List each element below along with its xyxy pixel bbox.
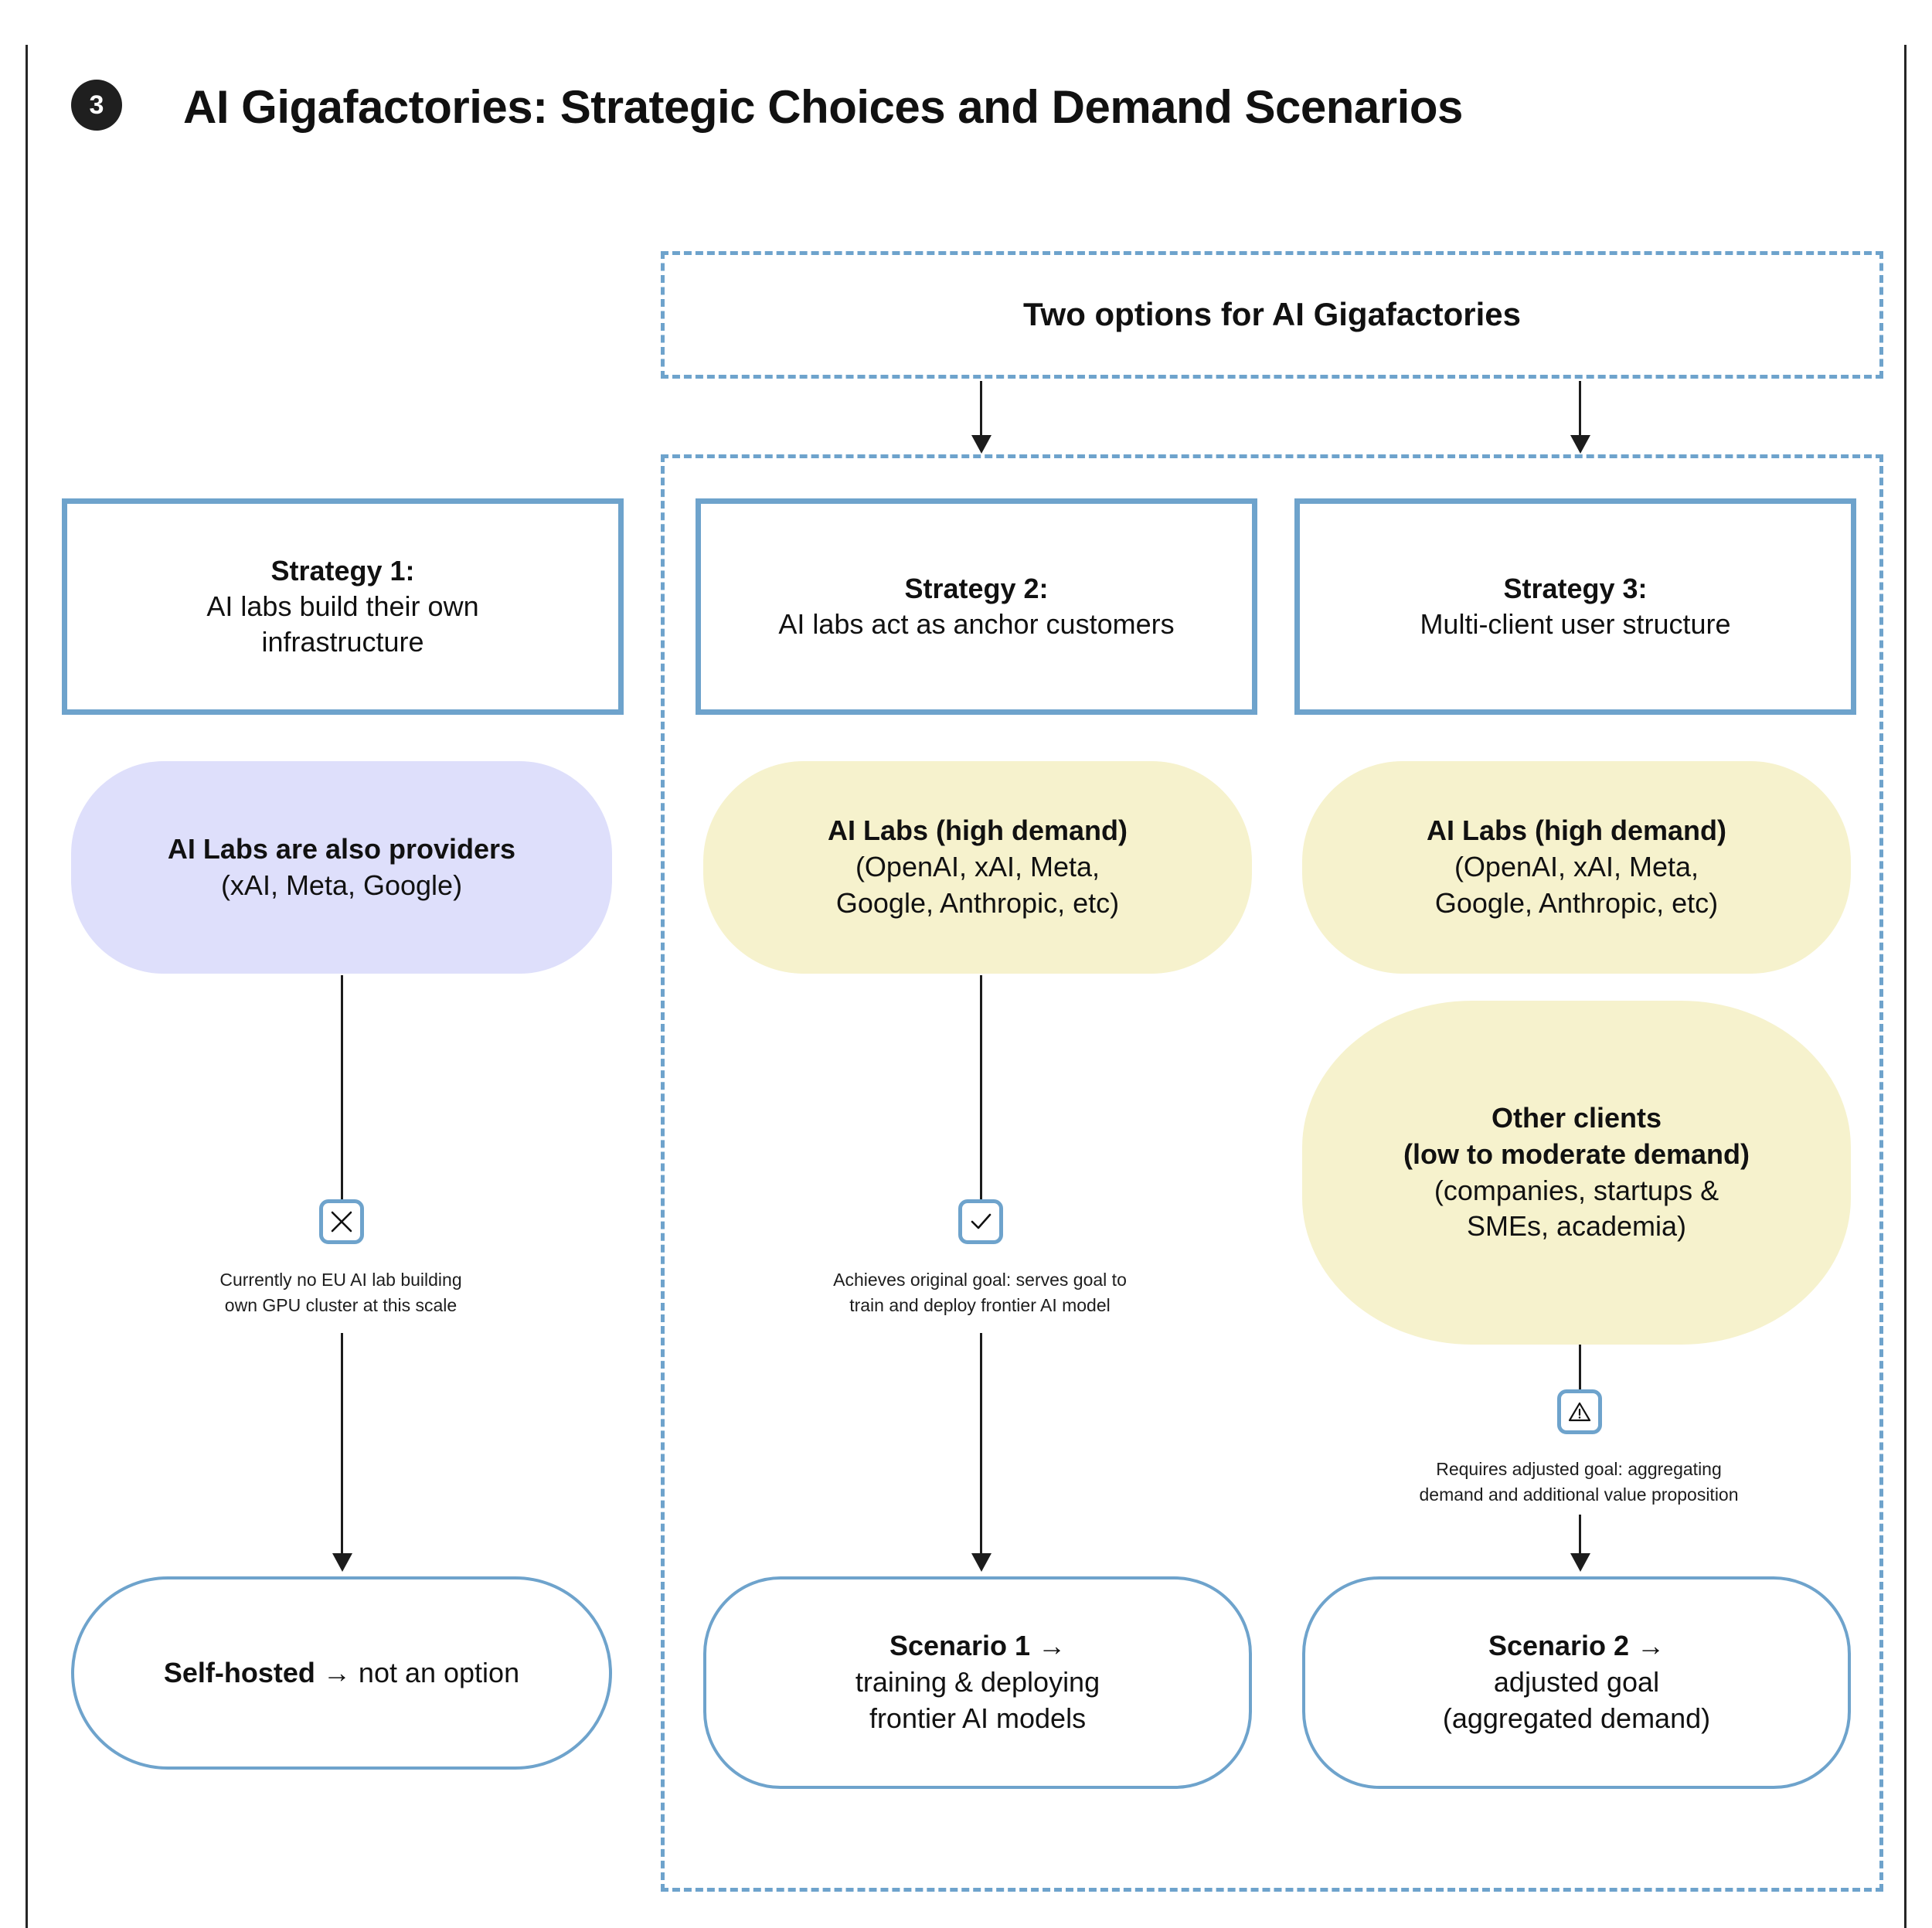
check-marker-col2-caption: Achieves original goal: serves goal to t… xyxy=(771,1267,1189,1318)
outcome-scenario-1[interactable]: Scenario 1 → training & deploying fronti… xyxy=(703,1576,1252,1789)
two-options-title: Two options for AI Gigafactories xyxy=(1022,296,1522,332)
check-marker-col2-caption-line2: train and deploy frontier AI model xyxy=(849,1294,1111,1315)
outcome-scenario-2-title: Scenario 2 → xyxy=(1488,1630,1665,1662)
outcome-scenario-1-title: Scenario 1 → xyxy=(889,1630,1066,1662)
outcome-self-hosted-arrow: → xyxy=(315,1656,359,1688)
strategy-2-desc-line1: AI labs act as anchor customers xyxy=(778,608,1175,640)
connector-header-to-strategy3 xyxy=(1579,381,1581,437)
strategy-2-title: Strategy 2: xyxy=(904,572,1049,604)
actor-other-clients-title-line2: (low to moderate demand) xyxy=(1403,1137,1750,1170)
actor-ai-labs-high-demand-col2[interactable]: AI Labs (high demand) (OpenAI, xAI, Meta… xyxy=(703,761,1252,974)
two-options-group-body xyxy=(661,454,1883,1892)
cross-marker-col1-caption: Currently no EU AI lab building own GPU … xyxy=(140,1267,542,1318)
arrowhead-header-to-strategy3 xyxy=(1570,435,1590,454)
section-number-badge: 3 xyxy=(71,80,122,131)
actor-other-clients[interactable]: Other clients (low to moderate demand) (… xyxy=(1302,1001,1851,1345)
actor-ai-labs-high-demand-col3[interactable]: AI Labs (high demand) (OpenAI, xAI, Meta… xyxy=(1302,761,1851,974)
outcome-self-hosted-text: Self-hosted → not an option xyxy=(164,1655,519,1692)
strategy-1-title: Strategy 1: xyxy=(270,554,415,587)
page-left-rule xyxy=(26,45,28,1928)
warning-marker-col3-caption-line2: demand and additional value proposition xyxy=(1419,1484,1739,1505)
warning-marker-col3 xyxy=(1557,1389,1602,1434)
strategy-3-desc-line1: Multi-client user structure xyxy=(1420,608,1731,640)
arrowhead-col1-to-outcome xyxy=(332,1553,352,1572)
actor-other-clients-sub-line1: (companies, startups & xyxy=(1434,1174,1719,1206)
actor-col3-sub-line1: (OpenAI, xAI, Meta, xyxy=(1454,851,1699,883)
strategy-1-desc-line2: infrastructure xyxy=(261,626,424,658)
outcome-self-hosted[interactable]: Self-hosted → not an option xyxy=(71,1576,612,1770)
connector-header-to-strategy2 xyxy=(980,381,982,437)
check-icon xyxy=(968,1209,994,1235)
actor-other-clients-title-line1: Other clients xyxy=(1491,1101,1662,1134)
strategy-1-box[interactable]: Strategy 1: AI labs build their own infr… xyxy=(62,498,624,715)
cross-icon xyxy=(328,1209,355,1235)
warning-marker-col3-caption-line1: Requires adjusted goal: aggregating xyxy=(1436,1459,1722,1479)
outcome-scenario-1-line3: frontier AI models xyxy=(869,1702,1087,1734)
page-title: AI Gigafactories: Strategic Choices and … xyxy=(183,81,1463,133)
check-marker-col2-caption-line1: Achieves original goal: serves goal to xyxy=(833,1270,1127,1290)
page-right-rule xyxy=(1904,45,1906,1928)
connector-col2-to-marker xyxy=(980,975,982,1199)
actor-col3-sub-line2: Google, Anthropic, etc) xyxy=(1434,886,1719,919)
cross-marker-col1 xyxy=(319,1199,364,1244)
actor-col2-sub-line2: Google, Anthropic, etc) xyxy=(835,886,1120,919)
connector-col2-to-outcome xyxy=(980,1333,982,1557)
actor-col3-title: AI Labs (high demand) xyxy=(1426,814,1726,847)
strategy-3-box[interactable]: Strategy 3: Multi-client user structure xyxy=(1294,498,1856,715)
cross-marker-col1-caption-line2: own GPU cluster at this scale xyxy=(224,1294,457,1315)
actor-other-clients-sub-line2: SMEs, academia) xyxy=(1466,1210,1687,1243)
arrowhead-header-to-strategy2 xyxy=(971,435,992,454)
outcome-self-hosted-bold: Self-hosted xyxy=(163,1656,315,1688)
connector-col3-to-marker xyxy=(1579,1345,1581,1391)
cross-marker-col1-caption-line1: Currently no EU AI lab building xyxy=(219,1270,462,1290)
actor-ai-labs-providers-title: AI Labs are also providers xyxy=(167,832,516,865)
strategy-2-box[interactable]: Strategy 2: AI labs act as anchor custom… xyxy=(696,498,1257,715)
outcome-scenario-1-line2: training & deploying xyxy=(855,1666,1100,1698)
outcome-self-hosted-rest: not an option xyxy=(358,1656,520,1688)
arrowhead-col2-to-outcome xyxy=(971,1553,992,1572)
outcome-scenario-2-line3: (aggregated demand) xyxy=(1442,1702,1711,1734)
outcome-scenario-2[interactable]: Scenario 2 → adjusted goal (aggregated d… xyxy=(1302,1576,1851,1789)
outcome-scenario-2-line2: adjusted goal xyxy=(1493,1666,1660,1698)
strategy-1-desc-line1: AI labs build their own xyxy=(206,590,479,622)
strategy-3-title: Strategy 3: xyxy=(1503,572,1648,604)
actor-col2-sub-line1: (OpenAI, xAI, Meta, xyxy=(855,851,1100,883)
warning-marker-col3-caption: Requires adjusted goal: aggregating dema… xyxy=(1362,1457,1795,1507)
arrowhead-col3-to-outcome xyxy=(1570,1553,1590,1572)
connector-col1-to-marker xyxy=(341,975,343,1199)
two-options-group-header: Two options for AI Gigafactories xyxy=(661,251,1883,379)
connector-col3-to-outcome xyxy=(1579,1515,1581,1557)
actor-col2-title: AI Labs (high demand) xyxy=(827,814,1128,847)
actor-ai-labs-providers[interactable]: AI Labs are also providers (xAI, Meta, G… xyxy=(71,761,612,974)
check-marker-col2 xyxy=(958,1199,1003,1244)
actor-ai-labs-providers-sub: (xAI, Meta, Google) xyxy=(220,869,463,901)
connector-col1-to-outcome xyxy=(341,1333,343,1557)
warning-icon xyxy=(1566,1399,1593,1425)
